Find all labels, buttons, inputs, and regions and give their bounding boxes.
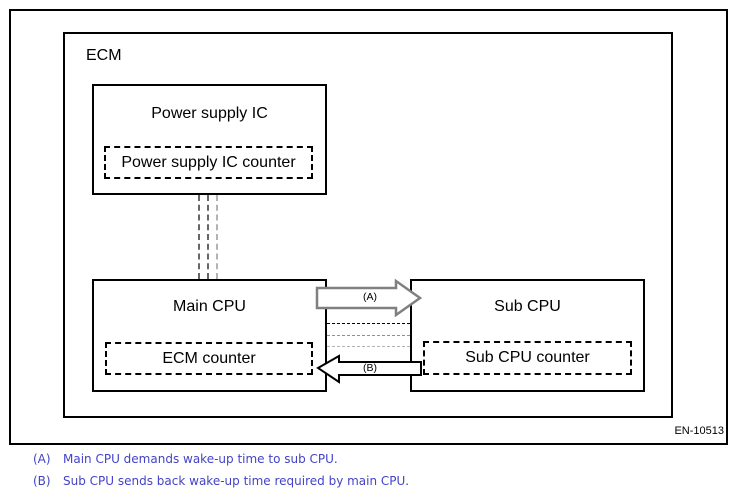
legend-key-b: (B): [33, 474, 51, 488]
main-cpu-label: Main CPU: [173, 298, 246, 315]
main-to-sub-dashed-link-1: [327, 323, 410, 324]
arrow-b-label: (B): [363, 362, 377, 374]
sub-cpu-counter-box: Sub CPU counter: [423, 341, 632, 375]
main-to-sub-dashed-link-2: [327, 335, 410, 336]
ecm-counter-box: ECM counter: [105, 342, 313, 375]
figure-id: EN-10513: [674, 425, 724, 437]
psu-to-main-dashed-link-1: [198, 195, 200, 279]
outer-frame: [9, 9, 728, 445]
psu-to-main-dashed-link-2: [207, 195, 209, 279]
legend-row-b: (B) Sub CPU sends back wake-up time requ…: [33, 473, 713, 490]
ecm-box: [63, 32, 673, 418]
main-cpu-box: [92, 279, 327, 392]
sub-cpu-label: Sub CPU: [494, 298, 561, 315]
legend-text-a: Main CPU demands wake-up time to sub CPU…: [63, 452, 338, 466]
legend-row-a: (A) Main CPU demands wake-up time to sub…: [33, 451, 713, 468]
legend-key-a: (A): [33, 452, 51, 466]
power-supply-ic-counter-box: Power supply IC counter: [104, 146, 313, 179]
ecm-label: ECM: [86, 47, 122, 64]
main-to-sub-dashed-link-3: [327, 346, 410, 347]
sub-cpu-box: [410, 279, 645, 392]
power-supply-ic-label: Power supply IC: [151, 105, 268, 122]
arrow-a-label: (A): [363, 291, 377, 303]
legend-text-b: Sub CPU sends back wake-up time required…: [63, 474, 410, 488]
psu-to-main-dashed-link-3: [216, 195, 218, 279]
